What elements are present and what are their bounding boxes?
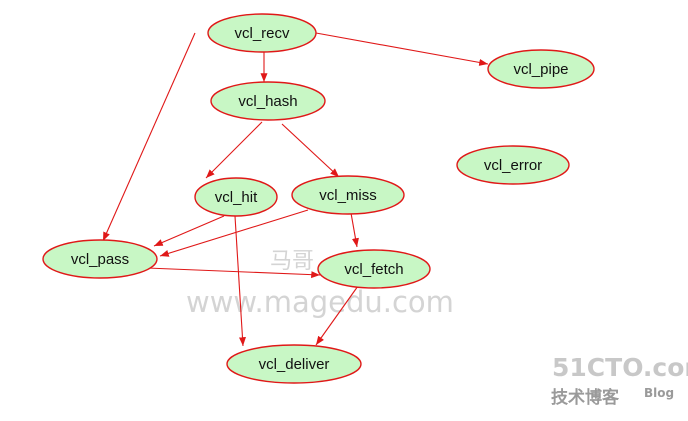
edge-recv-to-pipe xyxy=(315,32,489,66)
edge-hash-to-miss xyxy=(281,123,340,178)
watermark-site-text: www.magedu.com xyxy=(186,285,454,319)
edge-hit-to-deliver xyxy=(234,215,246,347)
node-ellipse xyxy=(487,49,595,89)
edge-miss-to-pass xyxy=(159,209,309,257)
node-label: vcl_pass xyxy=(71,251,129,268)
node-ellipse xyxy=(226,344,362,384)
node-vcl-miss: vcl_miss xyxy=(291,175,405,215)
node-label: vcl_recv xyxy=(234,25,290,42)
node-ellipse xyxy=(194,177,278,217)
edge-hit-to-pass xyxy=(153,215,225,247)
node-label: vcl_miss xyxy=(319,187,377,204)
edge-recv-to-pass xyxy=(102,32,196,242)
logo-blog-text: Blog xyxy=(644,386,674,400)
edge-miss-to-fetch xyxy=(350,212,359,248)
edges-layer xyxy=(102,32,489,347)
node-vcl-pass: vcl_pass xyxy=(42,239,158,279)
node-ellipse xyxy=(210,81,326,121)
edge-hash-to-hit xyxy=(205,121,263,179)
node-ellipse xyxy=(42,239,158,279)
node-label: vcl_hit xyxy=(215,189,258,206)
node-vcl-hit: vcl_hit xyxy=(194,177,278,217)
nodes-layer: vcl_recv vcl_pipe vcl_hash vcl_error vcl_hit… xyxy=(42,13,595,384)
node-ellipse xyxy=(207,13,317,53)
edge-fetch-to-deliver xyxy=(315,285,359,346)
node-vcl-fetch: vcl_fetch xyxy=(317,249,431,289)
node-ellipse xyxy=(291,175,405,215)
logo-brand-text: 51CTO.com xyxy=(552,353,688,382)
node-label: vcl_deliver xyxy=(259,356,330,373)
node-label: vcl_pipe xyxy=(513,61,568,78)
node-vcl-error: vcl_error xyxy=(456,145,570,185)
node-vcl-recv: vcl_recv xyxy=(207,13,317,53)
node-ellipse xyxy=(456,145,570,185)
watermark: 马哥 www.magedu.com xyxy=(186,249,454,319)
node-vcl-pipe: vcl_pipe xyxy=(487,49,595,89)
node-label: vcl_fetch xyxy=(344,261,403,278)
logo-subtitle-cn: 技术博客 xyxy=(551,387,620,408)
watermark-cn-text: 马哥 xyxy=(270,249,314,274)
node-vcl-deliver: vcl_deliver xyxy=(226,344,362,384)
node-ellipse xyxy=(317,249,431,289)
edge-pass-to-fetch xyxy=(146,267,321,279)
node-label: vcl_hash xyxy=(238,93,297,110)
node-label: vcl_error xyxy=(484,157,542,174)
site-logo: 51CTO.com 技术博客 Blog xyxy=(551,353,688,408)
node-vcl-hash: vcl_hash xyxy=(210,81,326,121)
